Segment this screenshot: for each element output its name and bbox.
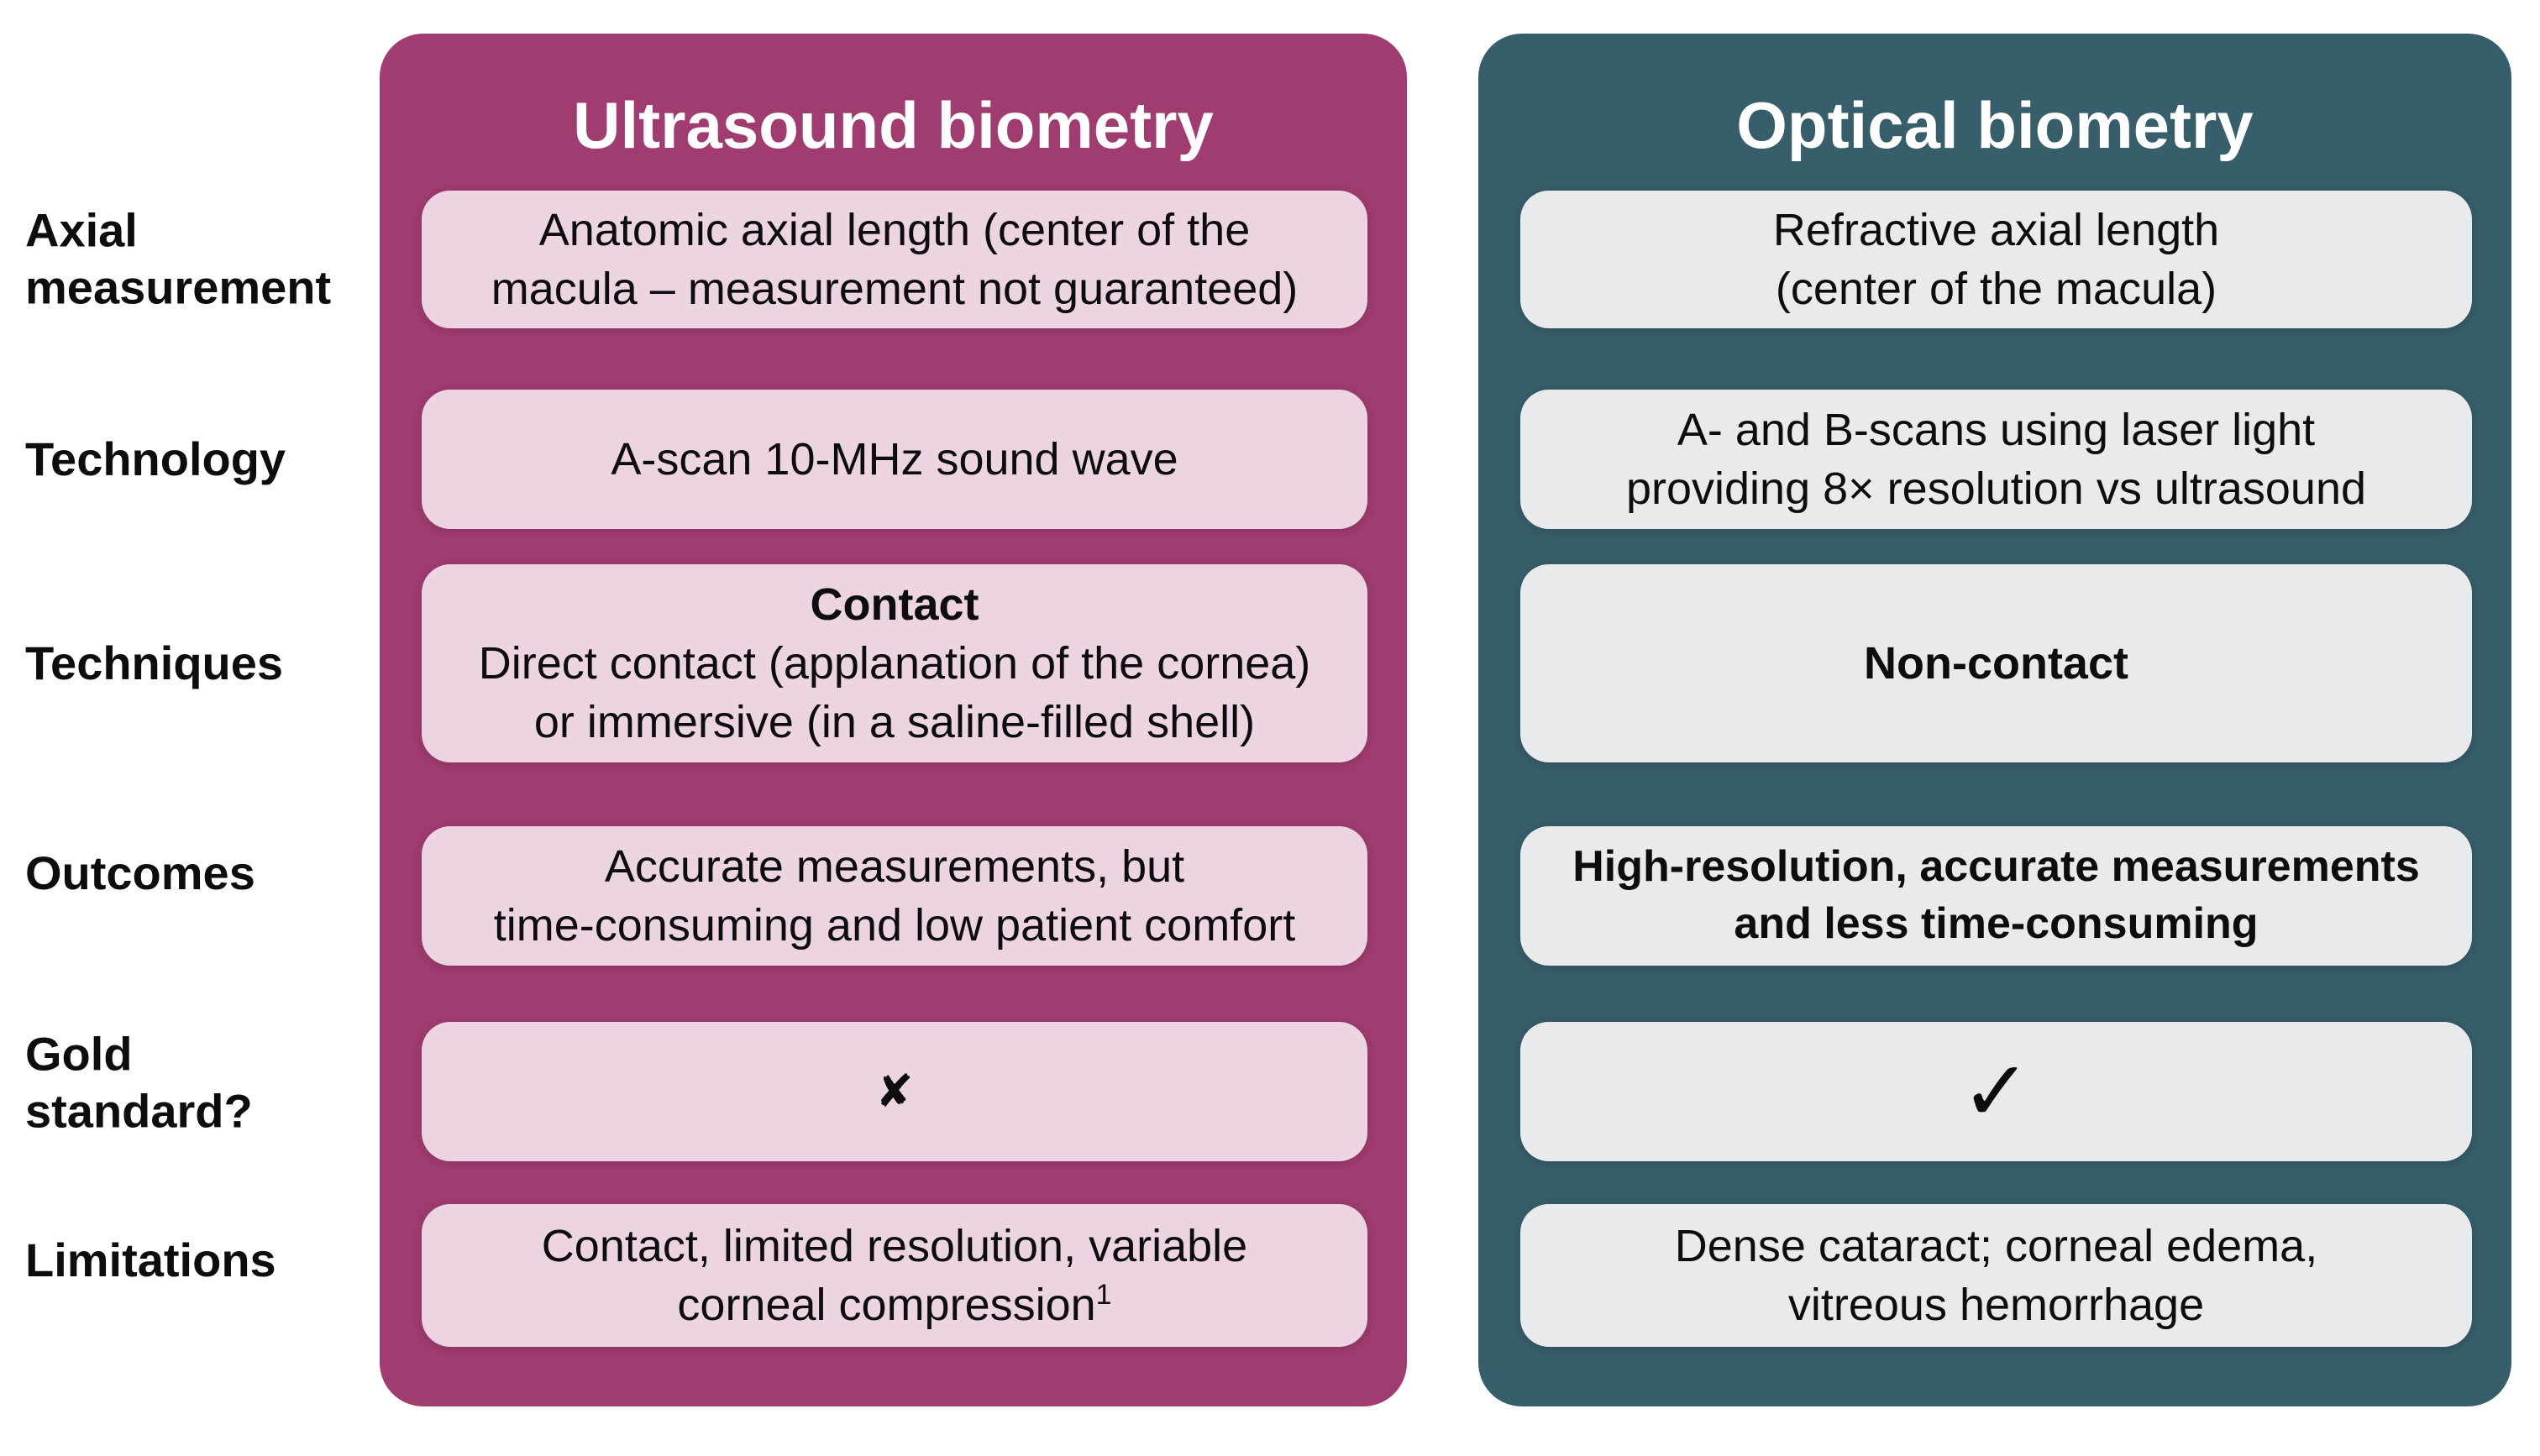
row-label-technology: Technology bbox=[25, 431, 370, 488]
box-text-line: providing 8× resolution vs ultrasound bbox=[1625, 464, 2367, 514]
check-icon: ✓ bbox=[1960, 1045, 2032, 1139]
optical-techniques-box: Non-contact bbox=[1520, 564, 2472, 762]
row-label-outcomes: Outcomes bbox=[25, 845, 370, 902]
ultrasound-technology-box: A-scan 10-MHz sound wave bbox=[422, 390, 1367, 529]
row-label-line: Technology bbox=[25, 432, 286, 485]
box-text-line: Contact, limited resolution, variable bbox=[541, 1220, 1248, 1271]
box-text-line: Contact bbox=[810, 579, 979, 630]
cross-icon: ✘ bbox=[875, 1066, 914, 1117]
optical-limitations-box: Dense cataract; corneal edema, vitreous … bbox=[1520, 1204, 2472, 1347]
row-label-line: Gold bbox=[25, 1027, 133, 1081]
ultrasound-outcomes-box: Accurate measurements, but time-consumin… bbox=[422, 826, 1367, 966]
optical-outcomes-box: High-resolution, accurate measurements a… bbox=[1520, 826, 2472, 966]
box-text-line: A- and B-scans using laser light bbox=[1677, 404, 2316, 455]
row-label-line: Axial bbox=[25, 203, 138, 257]
box-text-line: High-resolution, accurate measurements bbox=[1572, 842, 2420, 892]
row-label-limitations: Limitations bbox=[25, 1232, 370, 1289]
box-text-line: A-scan 10-MHz sound wave bbox=[611, 433, 1178, 484]
box-text-segment: corneal compression bbox=[677, 1280, 1096, 1330]
box-text-line: time-consuming and low patient comfort bbox=[493, 900, 1296, 951]
optical-technology-box: A- and B-scans using laser light providi… bbox=[1520, 390, 2472, 529]
box-text-line: (center of the macula) bbox=[1775, 264, 2217, 314]
box-text-line: Dense cataract; corneal edema, bbox=[1674, 1220, 2318, 1271]
box-text-line: Refractive axial length bbox=[1772, 204, 2220, 255]
reference-superscript: 1 bbox=[1095, 1279, 1112, 1311]
ultrasound-limitations-box: Contact, limited resolution, variable co… bbox=[422, 1204, 1367, 1347]
box-text-line: corneal compression1 bbox=[677, 1275, 1111, 1334]
box-text-line: Anatomic axial length (center of the bbox=[538, 204, 1251, 255]
optical-gold-standard-box: ✓ bbox=[1520, 1022, 2472, 1161]
row-label-line: Limitations bbox=[25, 1233, 276, 1286]
ultrasound-techniques-box: Contact Direct contact (applanation of t… bbox=[422, 564, 1367, 762]
box-text-line: and less time-consuming bbox=[1734, 899, 2259, 948]
ultrasound-axial-measurement-box: Anatomic axial length (center of the mac… bbox=[422, 191, 1367, 328]
row-label-gold-standard: Gold standard? bbox=[25, 1026, 370, 1141]
box-text-line: Non-contact bbox=[1864, 637, 2128, 689]
row-label-line: measurement bbox=[25, 261, 332, 314]
box-text-line: Direct contact (applanation of the corne… bbox=[478, 637, 1311, 689]
row-label-line: Outcomes bbox=[25, 846, 255, 899]
box-text-line: or immersive (in a saline-filled shell) bbox=[533, 697, 1256, 748]
row-label-line: standard? bbox=[25, 1085, 253, 1138]
row-label-line: Techniques bbox=[25, 636, 284, 689]
optical-axial-measurement-box: Refractive axial length (center of the m… bbox=[1520, 191, 2472, 328]
ultrasound-gold-standard-box: ✘ bbox=[422, 1022, 1367, 1161]
row-label-axial-measurement: Axial measurement bbox=[25, 202, 370, 317]
ultrasound-header: Ultrasound biometry bbox=[573, 88, 1214, 162]
optical-header: Optical biometry bbox=[1736, 88, 2254, 162]
box-text-line: macula – measurement not guaranteed) bbox=[491, 264, 1299, 314]
ultrasound-panel: Ultrasound biometry Anatomic axial lengt… bbox=[380, 34, 1407, 1406]
row-label-techniques: Techniques bbox=[25, 635, 370, 692]
box-text-line: vitreous hemorrhage bbox=[1787, 1280, 2205, 1330]
box-text-line: Accurate measurements, but bbox=[604, 841, 1185, 892]
optical-panel: Optical biometry Refractive axial length… bbox=[1478, 34, 2511, 1406]
